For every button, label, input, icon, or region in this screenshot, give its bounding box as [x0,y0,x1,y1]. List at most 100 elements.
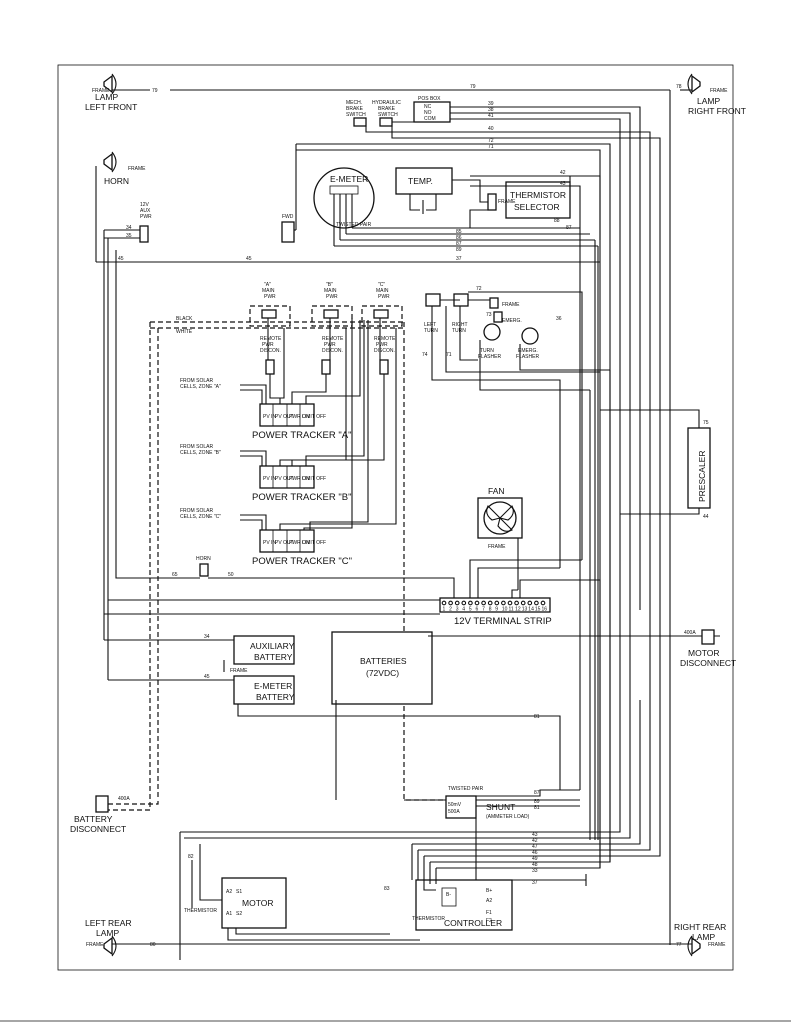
terminal-screw [468,600,473,606]
turn-signals: LEFT TURN RIGHT TURN FRAME EMERG. TURN F… [422,286,610,568]
wire-number: 72 [476,286,482,292]
power-tracker-a-label: POWER TRACKER "A" [252,430,351,441]
e-meter: E-METER TWISTED PAIR [313,167,470,247]
lamp-right-front-line2: RIGHT FRONT [688,106,746,116]
solar-b-line2: CELLS, ZONE "B" [180,450,221,456]
wire-number: 49 [532,856,538,862]
lamp-right-rear-line2: LAMP [692,932,715,942]
shunt-rating-line1: 50mV [448,802,462,808]
terminal-number: 2 [449,607,452,613]
main-pwr-a-line1: "A" [264,282,271,288]
tracker-term: PWR ON [289,476,310,482]
wire-number: 82 [188,854,194,860]
solar-b-line1: FROM SOLAR [180,444,213,450]
battery-disconnect: 400A BATTERY DISCONNECT [70,795,159,834]
battery-disconnect-line1: BATTERY [74,814,113,824]
solar-c-line2: CELLS, ZONE "C" [180,514,221,520]
emerg-label: EMERG. [502,318,522,324]
tracker-term: PV IN [263,414,276,420]
motor-term: A2 [226,889,232,895]
controller-title: CONTROLLER [444,918,502,928]
terminal-number: 6 [476,607,479,613]
hydraulic-brake-line1: HYDRAULIC [372,100,401,106]
wire-number: 81 [534,714,540,720]
wire-number: 42 [560,170,566,176]
main-pwr-b-line2: MAIN [324,288,337,294]
main-batteries: BATTERIES (72VDC) [331,631,720,800]
tracker-term: PV IN [263,476,276,482]
wire-number: 85 [456,229,462,235]
e-meter-title: E-METER [330,174,368,184]
terminal-strip-title: 12V TERMINAL STRIP [454,616,552,627]
horn-small-label: HORN [196,556,211,562]
wire-number: 42 [532,838,538,844]
right-turn-line2: TURN [452,328,466,334]
wire-number: 86 [456,235,462,241]
remote-pwr-b-line1: REMOTE [322,336,344,342]
wire-number: 73 [486,312,492,318]
mech-brake-line1: MECH. [346,100,362,106]
tracker-term: PV OUT [275,476,294,482]
left-turn-line2: TURN [424,328,438,334]
aux-power-socket: 12V AUX PWR 34 35 [103,202,152,680]
aux-pwr-line2: AUX [140,208,151,214]
frame-label: FRAME [710,88,728,94]
emerg-flasher-line1: EMERG. [518,348,538,354]
tracker-term: PV OUT [275,540,294,546]
terminal-screw [514,600,519,606]
main-pwr-c-line2: MAIN [376,288,389,294]
motor-disconnect-line1: MOTOR [688,648,719,658]
main-pwr-b-line1: "B" [326,282,333,288]
lamp-left-front-line2: LEFT FRONT [85,102,137,112]
hydraulic-brake-line2: BRAKE [378,106,396,112]
terminal-number: 14 [528,607,534,613]
controller-term: B- [446,892,451,898]
black-label: BLACK [176,316,193,322]
tracker-term: PV IN [263,540,276,546]
terminal-number: 13 [522,607,528,613]
wire-number: 48 [532,862,538,868]
wire-number: 40 [488,126,494,132]
pos-box-title: POS BOX [418,96,441,102]
motor-term: S2 [236,911,242,917]
thermistor-selector: THERMISTOR SELECTOR FRAME 42 43 88 87 [452,170,601,240]
main-pwr-a-line3: PWR [264,294,276,300]
wire-number: 87 [534,790,540,796]
lamp-right-rear: RIGHT REAR LAMP FRAME 77 [670,922,726,957]
motor-disconnect-fuse: 400A [684,630,696,636]
wire-number: 87 [456,241,462,247]
terminal-screw [481,600,486,606]
controller-term: F1 [486,910,492,916]
solar-a-line1: FROM SOLAR [180,378,213,384]
turn-flasher-line2: FLASHER [478,354,501,360]
frame-label: FRAME [128,166,146,172]
emerg-flasher-line2: FLASHER [516,354,539,360]
wire-number: 80 [150,942,156,948]
remote-pwr-a-line1: REMOTE [260,336,282,342]
pos-box-line: NO [424,110,432,116]
terminal-number: 12 [515,607,521,613]
solar-c-line1: FROM SOLAR [180,508,213,514]
power-tracker-a: FROM SOLAR CELLS, ZONE "A" PV IN PV OUT … [180,378,351,441]
motor-thermistor: THERMISTOR [184,908,217,914]
motor-disconnect: 400A MOTOR DISCONNECT [680,629,736,668]
wire-number: 36 [556,316,562,322]
terminal-number: 5 [469,607,472,613]
wire-bundle-right [579,228,611,868]
e-meter-battery: E-METER BATTERY 45 [108,674,561,790]
tracker-term: LIMIT OFF [302,540,326,546]
prescaler-label: PRESCALER [697,451,707,503]
lamp-left-rear-line1: LEFT REAR [85,918,132,928]
wire-number: 89 [534,799,540,805]
terminal-number: 7 [482,607,485,613]
shunt-rating-line2: 500A [448,809,460,815]
aux-battery-line1: AUXILIARY [250,641,295,651]
horn-label: HORN [104,176,129,186]
left-turn-line1: LEFT [424,322,436,328]
remote-pwr-c-line3: DISCON. [374,348,395,354]
temp-gauge: TEMP. [395,167,453,214]
lamp-right-rear-line1: RIGHT REAR [674,922,726,932]
wire-number: 74 [422,352,428,358]
